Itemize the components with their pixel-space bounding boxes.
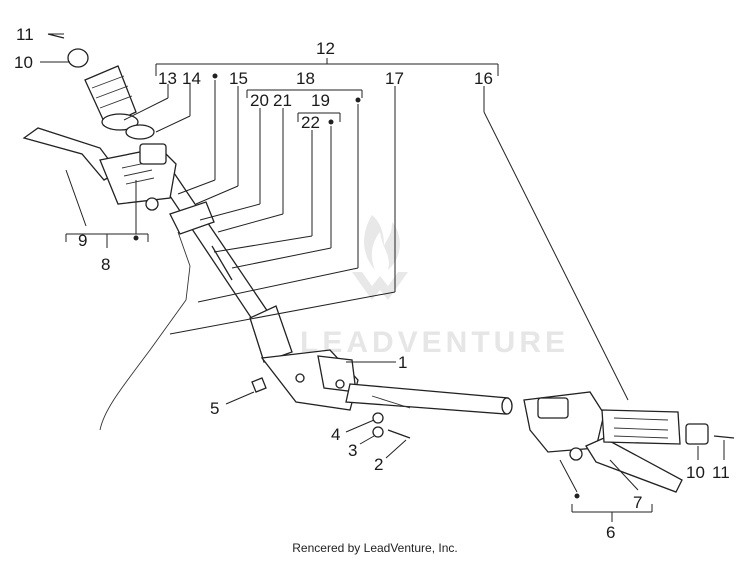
left-grip xyxy=(47,33,155,140)
callout-11-left: 11 xyxy=(16,25,34,44)
callout-20: 20 xyxy=(250,91,269,110)
callout-12: 12 xyxy=(316,39,335,58)
callout-10-right: 10 xyxy=(686,463,705,482)
switch-and-cable xyxy=(99,201,233,431)
callout-19: 19 xyxy=(311,91,330,110)
center-hardware xyxy=(251,377,411,439)
callout-5: 5 xyxy=(210,399,219,418)
callout-14: 14 xyxy=(182,69,201,88)
callout-6: 6 xyxy=(606,523,615,542)
left-lever-and-master-cylinder xyxy=(22,127,177,211)
callout-2: 2 xyxy=(374,455,383,474)
handlebar-assembly xyxy=(157,169,513,415)
callout-9: 9 xyxy=(78,231,87,250)
callout-16: 16 xyxy=(474,69,493,88)
callout-labels: 11 10 12 13 14 15 18 17 16 20 21 19 22 1… xyxy=(14,25,730,542)
watermark-text: LEADVENTURE xyxy=(300,326,569,359)
callout-11-right: 11 xyxy=(712,463,730,482)
callout-21: 21 xyxy=(273,91,292,110)
right-master-cylinder-and-lever xyxy=(523,391,683,493)
callout-3: 3 xyxy=(348,441,357,460)
callout-17: 17 xyxy=(385,69,404,88)
footer-credit: Rencered by LeadVenture, Inc. xyxy=(292,541,458,555)
watermark-logo: LEADVENTURE xyxy=(300,215,569,359)
callout-7: 7 xyxy=(633,493,642,512)
callout-4: 4 xyxy=(331,425,340,444)
right-grip xyxy=(601,409,735,445)
callout-18: 18 xyxy=(296,69,315,88)
callout-10-left: 10 xyxy=(14,53,33,72)
callout-13: 13 xyxy=(158,69,177,88)
leader-lines xyxy=(40,33,725,522)
callout-15: 15 xyxy=(229,69,248,88)
callout-8: 8 xyxy=(101,255,110,274)
callout-22: 22 xyxy=(301,113,320,132)
callout-1: 1 xyxy=(398,353,407,372)
